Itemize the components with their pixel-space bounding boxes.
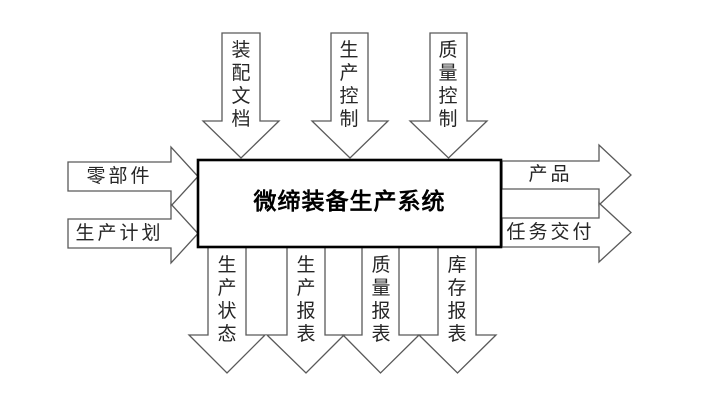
label-task-delivery: 任务交付 bbox=[506, 222, 595, 243]
arrow-top-assembly-docs bbox=[201, 32, 281, 159]
label-production-control: 生产控制 bbox=[339, 40, 359, 130]
label-parts: 零部件 bbox=[86, 166, 153, 187]
label-product: 产品 bbox=[528, 164, 573, 185]
label-production-plan: 生产计划 bbox=[75, 223, 164, 244]
arrow-bottom-inventory-report bbox=[417, 246, 498, 374]
arrow-bottom-quality-report bbox=[341, 246, 421, 374]
label-quality-report: 质量报表 bbox=[371, 255, 391, 345]
arrow-left-production-plan bbox=[67, 202, 199, 265]
arrow-right-product bbox=[501, 143, 632, 207]
label-quality-control: 质量控制 bbox=[438, 40, 458, 130]
arrow-left-parts bbox=[67, 145, 199, 208]
arrow-top-production-control bbox=[310, 32, 390, 159]
label-inventory-report: 库存报表 bbox=[447, 255, 467, 345]
label-production-status: 生产状态 bbox=[217, 255, 237, 345]
arrow-right-task-delivery bbox=[501, 201, 632, 264]
arrow-bottom-production-status bbox=[187, 246, 267, 374]
label-assembly-docs: 装配文档 bbox=[231, 40, 251, 130]
arrow-bottom-production-report bbox=[265, 246, 346, 374]
system-title: 微缔装备生产系统 bbox=[253, 188, 446, 214]
label-production-report: 生产报表 bbox=[296, 255, 316, 345]
system-box bbox=[196, 158, 503, 249]
arrow-top-quality-control bbox=[408, 32, 489, 159]
